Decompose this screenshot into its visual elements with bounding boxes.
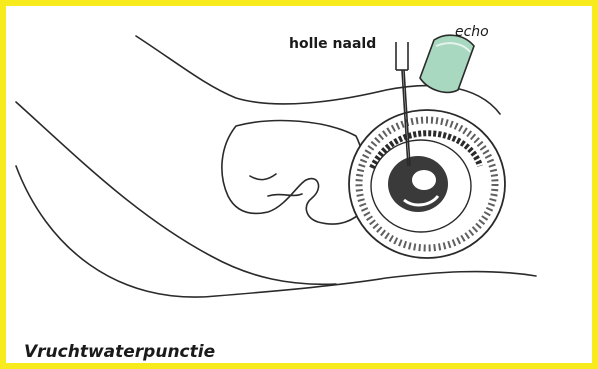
fetus-head: [412, 170, 436, 190]
pelvic-structure: [222, 121, 366, 225]
back-contour: [16, 102, 336, 284]
cervix-detail: [268, 194, 302, 196]
probe-label: echo: [455, 24, 489, 40]
needle-label: holle naald: [289, 36, 376, 52]
figure-title: Vruchtwaterpunctie: [24, 342, 215, 362]
amniocentesis-illustration: [6, 6, 592, 363]
ultrasound-probe: [420, 35, 474, 92]
inner-contour: [250, 174, 276, 180]
